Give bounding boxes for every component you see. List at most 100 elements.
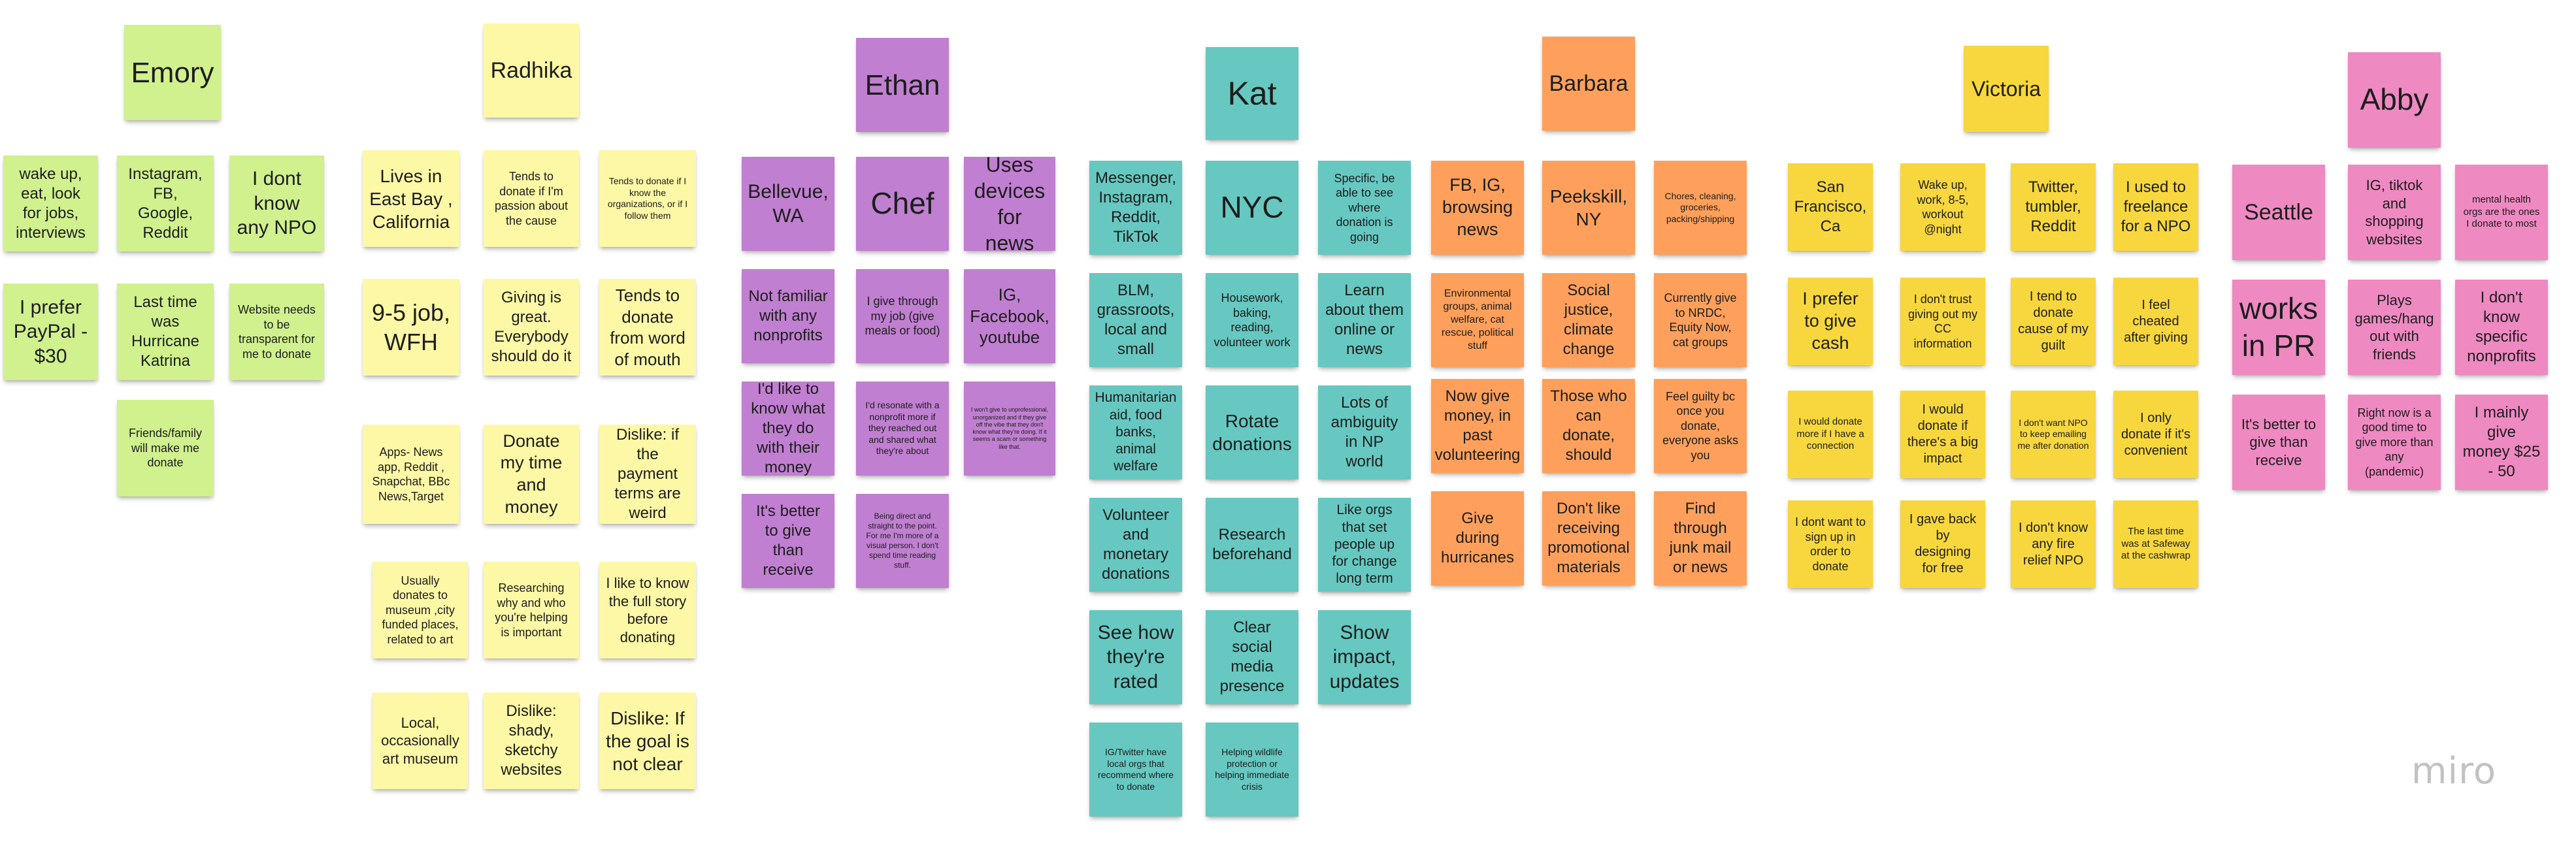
sticky-note[interactable]: Environmental groups, animal welfare, ca… <box>1431 273 1524 367</box>
sticky-note[interactable]: I give through my job (give meals or foo… <box>856 269 949 363</box>
sticky-note[interactable]: I tend to donate cause of my guilt <box>2011 278 2096 365</box>
sticky-note[interactable]: Tends to donate from word of mouth <box>599 279 696 376</box>
sticky-note[interactable]: I dont know any NPO <box>229 155 324 252</box>
sticky-note[interactable]: works in PR <box>2232 280 2325 375</box>
sticky-note[interactable]: IG, tiktok and shopping websites <box>2348 165 2441 260</box>
sticky-note[interactable]: Helping wildlife protection or helping i… <box>1206 722 1298 817</box>
sticky-note[interactable]: Like orgs that set people up for change … <box>1318 498 1411 592</box>
sticky-note[interactable]: Donate my time and money <box>484 425 579 524</box>
participant-header-emory[interactable]: Emory <box>124 25 221 120</box>
sticky-note[interactable]: Tends to donate if I know the organizati… <box>599 150 696 247</box>
sticky-note[interactable]: Give during hurricanes <box>1431 491 1524 585</box>
sticky-note[interactable]: See how they're rated <box>1089 610 1182 704</box>
sticky-note[interactable]: Now give money, in past volunteering <box>1431 379 1524 473</box>
sticky-note[interactable]: It's better to give than receive <box>2232 395 2325 490</box>
sticky-note[interactable]: I would donate more if I have a connecti… <box>1788 391 1873 478</box>
sticky-note[interactable]: I would donate if there's a big impact <box>1900 391 1985 478</box>
sticky-note[interactable]: I don't know specific nonprofits <box>2455 280 2548 375</box>
sticky-note[interactable]: Instagram, FB, Google, Reddit <box>117 155 214 252</box>
sticky-note[interactable]: FB, IG, browsing news <box>1431 161 1524 255</box>
sticky-note[interactable]: Uses devices for news <box>964 157 1055 251</box>
sticky-note-text: Apps- News app, Reddit , Snapchat, BBc N… <box>372 446 450 503</box>
sticky-note[interactable]: San Francisco, Ca <box>1788 163 1873 251</box>
sticky-note[interactable]: Apps- News app, Reddit , Snapchat, BBc N… <box>363 425 459 524</box>
sticky-note[interactable]: mental health orgs are the ones I donate… <box>2455 165 2548 260</box>
sticky-note[interactable]: I dont want to sign up in order to donat… <box>1788 500 1873 588</box>
sticky-note[interactable]: BLM, grassroots, local and small <box>1089 273 1182 367</box>
sticky-note-text: Emory <box>131 56 214 89</box>
sticky-note[interactable]: Research beforehand <box>1206 498 1298 592</box>
sticky-note[interactable]: I prefer PayPal - $30 <box>3 284 98 380</box>
sticky-note[interactable]: NYC <box>1206 161 1298 255</box>
sticky-note[interactable]: Researching why and who you're helping i… <box>484 562 579 658</box>
sticky-note[interactable]: Plays games/hang out with friends <box>2348 280 2441 375</box>
sticky-note[interactable]: 9-5 job, WFH <box>363 279 459 376</box>
sticky-note[interactable]: IG/Twitter have local orgs that recommen… <box>1089 722 1182 817</box>
sticky-note[interactable]: Being direct and straight to the point. … <box>856 494 949 588</box>
sticky-note[interactable]: Chef <box>856 157 949 251</box>
sticky-note[interactable]: I mainly give money $25 - 50 <box>2455 395 2548 490</box>
sticky-note[interactable]: Last time was Hurricane Katrina <box>117 284 214 380</box>
sticky-note[interactable]: Rotate donations <box>1206 385 1298 479</box>
sticky-note[interactable]: Friends/family will make me donate <box>117 400 214 496</box>
participant-header-kat[interactable]: Kat <box>1206 47 1298 140</box>
sticky-note[interactable]: Messenger, Instagram, Reddit, TikTok <box>1089 161 1182 255</box>
sticky-note[interactable]: I gave back by designing for free <box>1900 500 1985 588</box>
sticky-note[interactable]: Don't like receiving promotional materia… <box>1542 491 1635 585</box>
sticky-note[interactable]: I prefer to give cash <box>1788 278 1873 365</box>
sticky-note-text: Like orgs that set people up for change … <box>1332 502 1397 587</box>
sticky-note[interactable]: Those who can donate, should <box>1542 379 1635 473</box>
sticky-note[interactable]: Currently give to NRDC, Equity Now, cat … <box>1654 273 1747 367</box>
sticky-note[interactable]: Feel guilty bc once you donate, everyone… <box>1654 379 1747 473</box>
sticky-note[interactable]: Giving is great. Everybody should do it <box>484 279 579 376</box>
sticky-note[interactable]: Show impact, updates <box>1318 610 1411 704</box>
sticky-note-text: Helping wildlife protection or helping i… <box>1215 747 1289 792</box>
sticky-note[interactable]: Seattle <box>2232 165 2325 260</box>
sticky-note[interactable]: Humanitarian aid, food banks, animal wel… <box>1089 385 1182 479</box>
sticky-note[interactable]: Lots of ambiguity in NP world <box>1318 385 1411 479</box>
sticky-note[interactable]: Usually donates to museum ,city funded p… <box>372 562 468 658</box>
sticky-note[interactable]: The last time was at Safeway at the cash… <box>2113 500 2198 588</box>
participant-header-abby[interactable]: Abby <box>2348 52 2441 148</box>
sticky-note[interactable]: Website needs to be transparent for me t… <box>229 284 324 380</box>
sticky-note[interactable]: I won't give to unprofessional, unorgani… <box>964 381 1055 476</box>
sticky-note[interactable]: I'd resonate with a nonprofit more if th… <box>856 381 949 476</box>
sticky-note[interactable]: I don't trust giving out my CC informati… <box>1900 278 1985 365</box>
sticky-note[interactable]: I like to know the full story before don… <box>599 562 696 658</box>
sticky-note[interactable]: Right now is a good time to give more th… <box>2348 395 2441 490</box>
sticky-note[interactable]: Dislike: If the goal is not clear <box>599 692 696 789</box>
sticky-note[interactable]: Find through junk mail or news <box>1654 491 1747 585</box>
sticky-note[interactable]: I'd like to know what they do with their… <box>742 381 834 476</box>
sticky-note[interactable]: It's better to give than receive <box>742 494 834 588</box>
sticky-note[interactable]: Twitter, tumbler, Reddit <box>2011 163 2096 251</box>
sticky-note[interactable]: I only donate if it's convenient <box>2113 391 2198 478</box>
sticky-note[interactable]: Specific, be able to see where donation … <box>1318 161 1411 255</box>
sticky-note[interactable]: Chores, cleaning, groceries, packing/shi… <box>1654 161 1747 255</box>
participant-header-victoria[interactable]: Victoria <box>1964 46 2049 132</box>
sticky-note[interactable]: I don't know any fire relief NPO <box>2011 500 2096 588</box>
sticky-note[interactable]: wake up, eat, look for jobs, interviews <box>3 155 98 252</box>
participant-header-barbara[interactable]: Barbara <box>1542 37 1635 131</box>
sticky-note[interactable]: Dislike: if the payment terms are weird <box>599 425 696 524</box>
sticky-note[interactable]: Not familiar with any nonprofits <box>742 269 834 363</box>
sticky-note[interactable]: I used to freelance for a NPO <box>2113 163 2198 251</box>
sticky-note-text: I used to freelance for a NPO <box>2121 178 2191 235</box>
sticky-note-text: See how they're rated <box>1097 621 1174 692</box>
sticky-note[interactable]: IG, Facebook, youtube <box>964 269 1055 363</box>
sticky-note[interactable]: Peekskill, NY <box>1542 161 1635 255</box>
sticky-note[interactable]: Tends to donate if I'm passion about the… <box>484 150 579 247</box>
sticky-note[interactable]: I feel cheated after giving <box>2113 278 2198 365</box>
sticky-note[interactable]: Clear social media presence <box>1206 610 1298 704</box>
sticky-note[interactable]: Housework, baking, reading, volunteer wo… <box>1206 273 1298 367</box>
sticky-note[interactable]: I don't want NPO to keep emailing me aft… <box>2011 391 2096 478</box>
sticky-note[interactable]: Bellevue, WA <box>742 157 834 251</box>
sticky-note[interactable]: Local, occasionally art museum <box>372 692 468 789</box>
participant-header-ethan[interactable]: Ethan <box>856 38 949 132</box>
sticky-note[interactable]: Wake up, work, 8-5, workout @night <box>1900 163 1985 251</box>
participant-header-radhika[interactable]: Radhika <box>484 24 579 118</box>
sticky-note[interactable]: Learn about them online or news <box>1318 273 1411 367</box>
sticky-note[interactable]: Volunteer and monetary donations <box>1089 498 1182 592</box>
sticky-note[interactable]: Lives in East Bay , California <box>363 150 459 247</box>
sticky-note[interactable]: Social justice, climate change <box>1542 273 1635 367</box>
sticky-note[interactable]: Dislike: shady, sketchy websites <box>484 692 579 789</box>
